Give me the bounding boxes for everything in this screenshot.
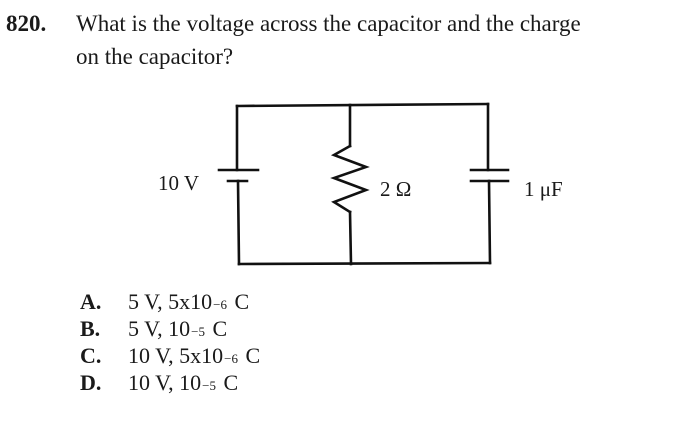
battery-label: 10 V bbox=[158, 171, 200, 195]
capacitor-wire-bottom bbox=[487, 179, 492, 265]
answer-voltage: 5 V, bbox=[128, 316, 163, 341]
answer-voltage: 10 V, bbox=[128, 343, 174, 368]
answer-charge-exponent: −6 bbox=[213, 297, 227, 312]
resistor-zigzag bbox=[330, 144, 370, 214]
answer-charge-mantissa: 5x10 bbox=[179, 343, 224, 368]
resistor-label: 2 Ω bbox=[380, 177, 412, 201]
answer-choice-b[interactable]: B. 5 V, 10−5 C bbox=[80, 316, 260, 343]
answer-choice-c[interactable]: C. 10 V, 5x10−6 C bbox=[80, 343, 260, 370]
bottom-wire bbox=[237, 261, 492, 266]
answer-letter: A. bbox=[80, 289, 102, 314]
answer-charge-mantissa: 5x10 bbox=[168, 289, 213, 314]
answer-choices: A. 5 V, 5x10−6 C B. 5 V, 10−5 C C. 10 V,… bbox=[80, 289, 260, 397]
answer-voltage: 5 V, bbox=[128, 289, 163, 314]
answer-charge-unit: C bbox=[234, 289, 250, 314]
answer-letter: C. bbox=[80, 343, 102, 368]
capacitor-label: 1 μF bbox=[524, 177, 563, 201]
answer-choice-d[interactable]: D. 10 V, 10−5 C bbox=[80, 370, 260, 397]
answer-charge-unit: C bbox=[223, 370, 239, 395]
resistor-wire-bottom bbox=[348, 210, 353, 266]
answer-charge-mantissa: 10 bbox=[179, 370, 202, 395]
answer-voltage: 10 V, bbox=[128, 370, 174, 395]
answer-choice-a[interactable]: A. 5 V, 5x10−6 C bbox=[80, 289, 260, 316]
answer-charge-exponent: −5 bbox=[191, 324, 205, 339]
answer-charge-unit: C bbox=[245, 343, 261, 368]
top-wire bbox=[235, 102, 490, 108]
answer-charge-exponent: −6 bbox=[224, 351, 238, 366]
answer-charge-mantissa: 10 bbox=[168, 316, 191, 341]
answer-letter: B. bbox=[80, 316, 101, 341]
battery-wire-bottom bbox=[236, 179, 241, 266]
answer-charge-exponent: −5 bbox=[202, 378, 216, 393]
question-number: 820. bbox=[6, 11, 47, 36]
question-text-line-2: on the capacitor? bbox=[76, 44, 234, 69]
answer-charge-unit: C bbox=[212, 316, 228, 341]
answer-letter: D. bbox=[80, 370, 102, 395]
question-text-line-1: What is the voltage across the capacitor… bbox=[76, 11, 581, 36]
